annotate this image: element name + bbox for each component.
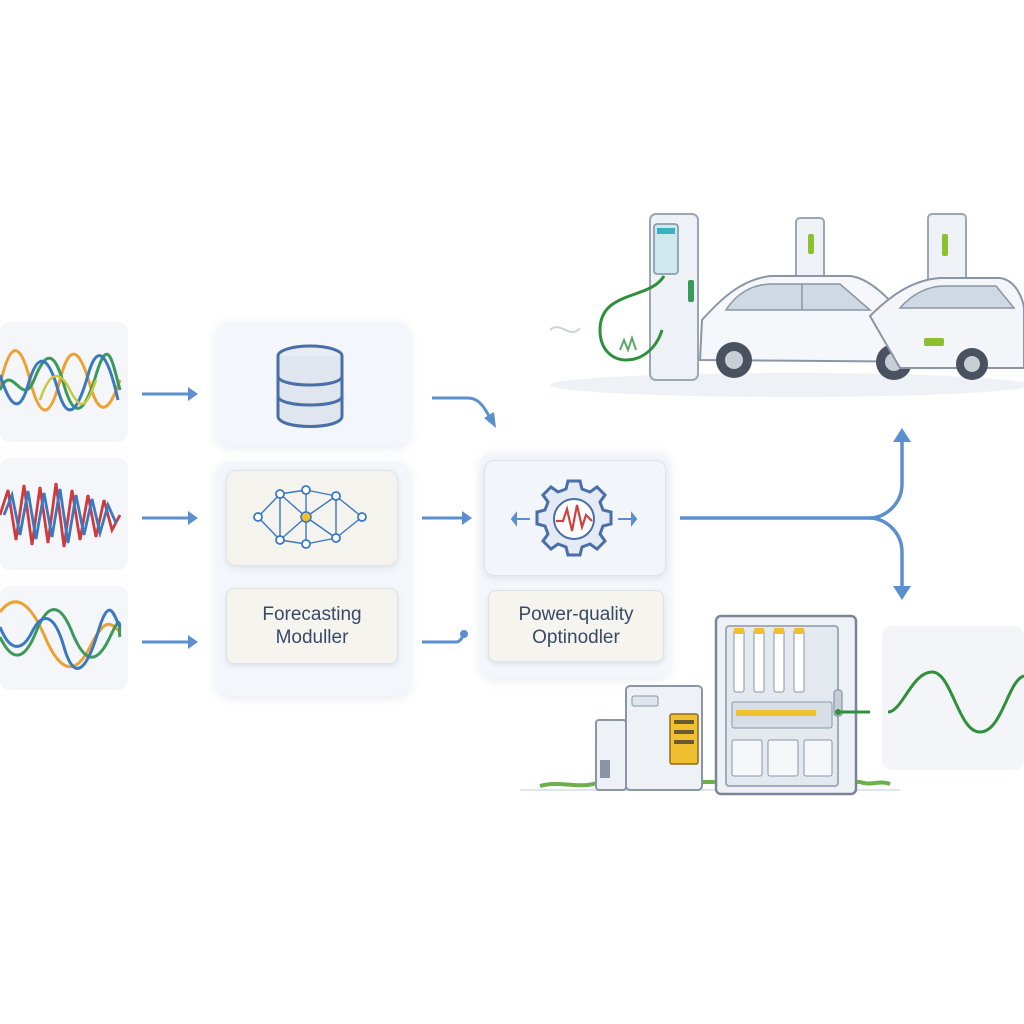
- arrow-input-3: [142, 635, 198, 649]
- ev-charging-scene: [549, 213, 1024, 397]
- sine-wave-icon: [887, 670, 1024, 734]
- arrow-database-to-optimizer: [432, 396, 496, 428]
- forecasting-module-title-line2: Moduller: [275, 627, 349, 648]
- arrow-forecast-to-optimizer: [422, 511, 472, 525]
- neural-network-icon: [253, 485, 367, 549]
- database-icon: [276, 344, 344, 428]
- optimizer-module-title-line2: Optinodler: [532, 627, 620, 648]
- waveform-icon-1: [0, 349, 122, 412]
- waveform-icon-3: [0, 600, 122, 670]
- arrow-forecast-label-to-optimizer-label: [422, 630, 468, 644]
- gear-waveform-icon: [510, 479, 638, 557]
- forecasting-module-label: Forecasting Moduller: [226, 588, 398, 664]
- waveform-icon-2: [0, 482, 122, 548]
- electrical-cabinet-icon: [520, 614, 900, 796]
- ev-charger-icon: [598, 213, 699, 381]
- arrow-input-1: [142, 387, 198, 401]
- optimizer-module-title-line1: Power-quality: [518, 604, 634, 625]
- arrow-input-2: [142, 511, 198, 525]
- forecasting-module-title-line1: Forecasting: [262, 604, 362, 625]
- optimizer-module-label: Power-quality Optinodler: [488, 590, 664, 662]
- output-branch-connector: [680, 428, 911, 600]
